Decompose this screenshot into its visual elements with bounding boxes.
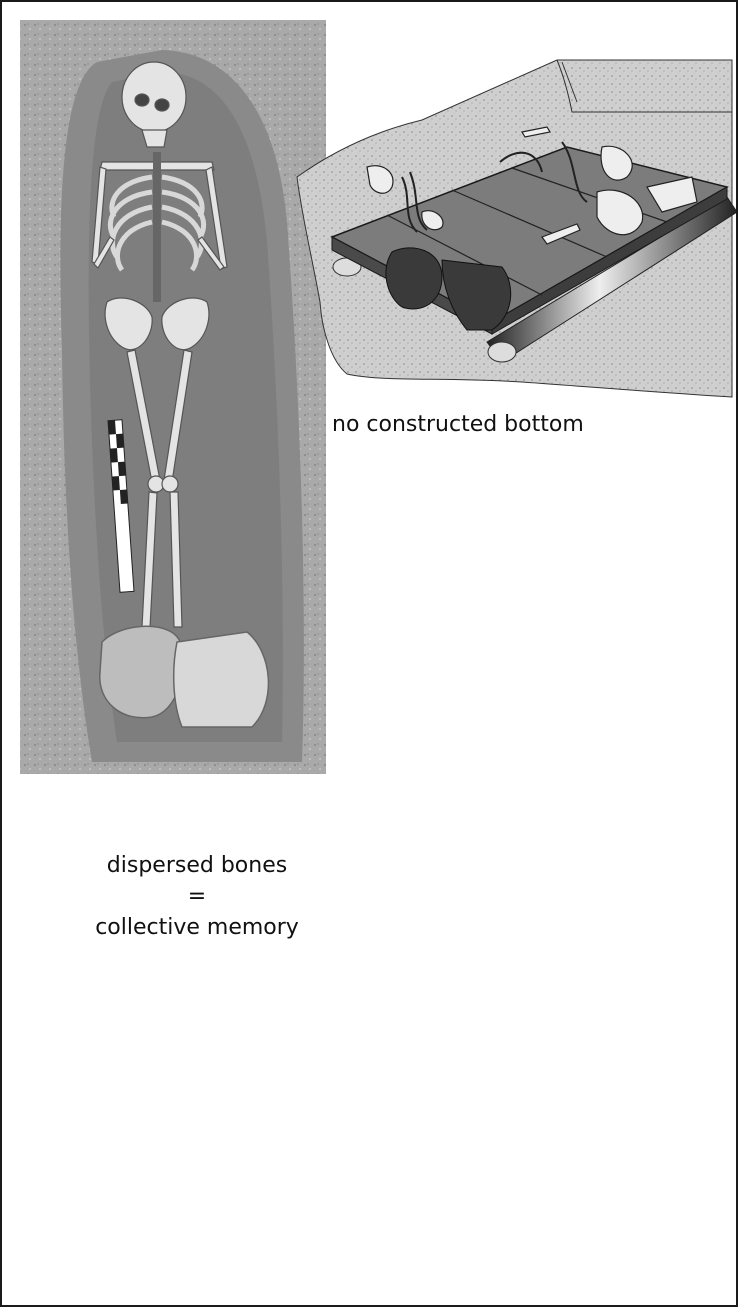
caption-line-dispersed-bones: dispersed bones [72, 850, 322, 881]
right-knee [162, 476, 178, 492]
caption-line-collective-memory: collective memory [72, 912, 322, 943]
grave-photo [20, 20, 326, 774]
platform-diagram [297, 60, 736, 397]
stone-dark-left [386, 248, 442, 309]
stone-right [174, 632, 269, 727]
log-end-right [488, 342, 516, 362]
stone-left [100, 626, 183, 718]
caption-line-equals: = [72, 881, 322, 912]
caption-dispersed-bones: dispersed bones = collective memory [72, 850, 322, 943]
skull [122, 62, 186, 132]
jaw [142, 130, 167, 147]
caption-no-constructed-bottom: no constructed bottom [332, 412, 672, 437]
